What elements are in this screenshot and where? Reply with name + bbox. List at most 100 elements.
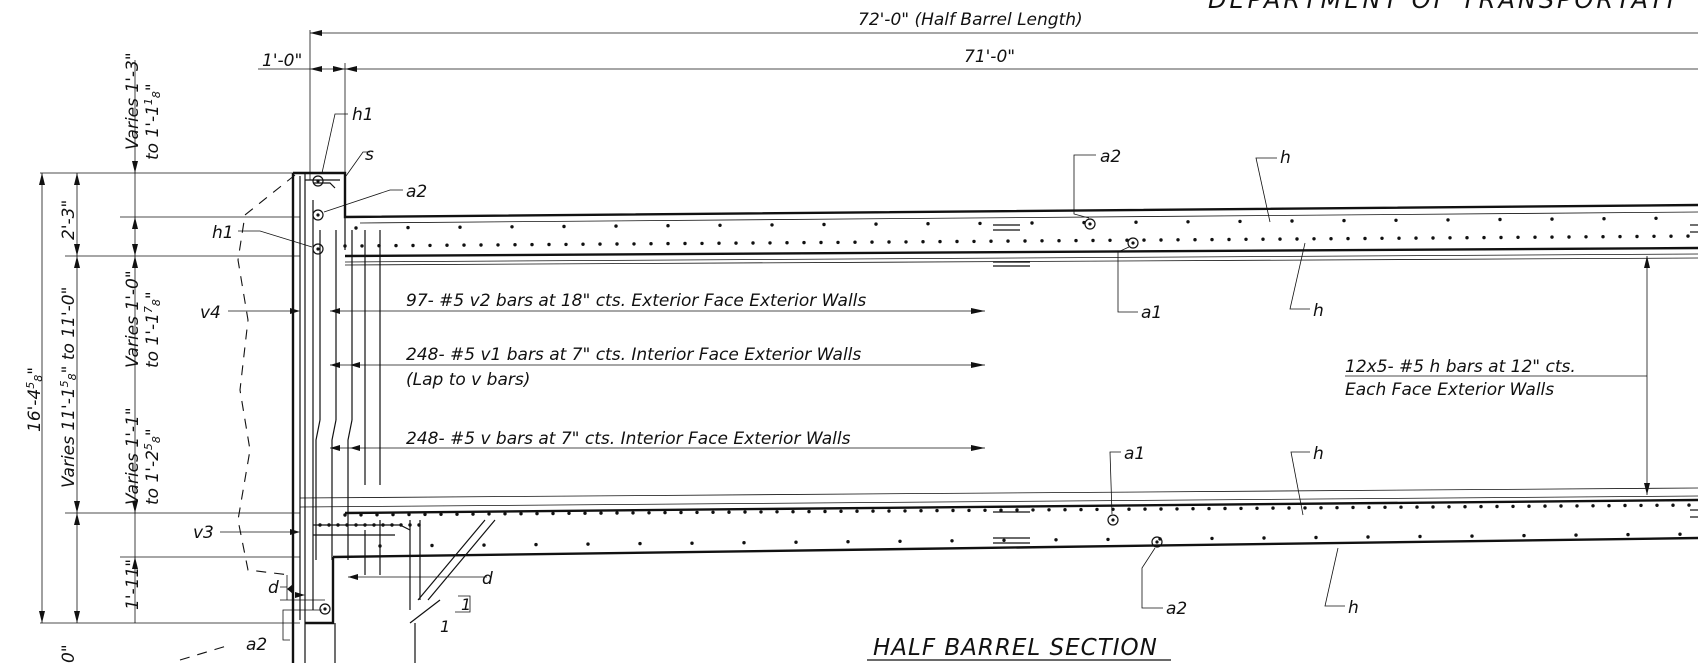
rebar-dot	[791, 510, 795, 514]
rebar-dot	[513, 243, 517, 247]
label-a2-bottom-left: a2	[246, 635, 267, 655]
rebar-dot	[1465, 236, 1469, 240]
label-h1-left: h1	[212, 223, 234, 243]
rebar-dot	[690, 541, 694, 545]
note-h-bars-line2: Each Face Exterior Walls	[1345, 380, 1554, 400]
concrete-outline	[291, 171, 1698, 663]
bottom-partial-dim: 0"	[59, 644, 79, 663]
rebar-dot	[1207, 506, 1211, 511]
rebar-dot	[718, 223, 722, 227]
rebar-dot	[394, 243, 398, 248]
half-barrel-length-dim: 72'-0" (Half Barrel Length)	[858, 10, 1083, 30]
rebar-dot	[1290, 219, 1294, 223]
rebar-dot	[921, 240, 925, 244]
rebar-dot	[519, 512, 523, 516]
rebar-dot	[1584, 235, 1588, 239]
rebar-dot	[381, 523, 385, 527]
rebar-dot	[1591, 504, 1595, 508]
wall-varies-b-dim: Varies 1'-1"	[123, 407, 143, 505]
rebar-dot	[423, 512, 427, 517]
rebar-dot	[983, 508, 987, 512]
rebar-dot	[615, 242, 619, 246]
rebar-dot	[666, 241, 670, 246]
rebar-dot	[743, 510, 747, 514]
rebar-dot	[1031, 508, 1035, 512]
rebar-dot	[1399, 505, 1403, 509]
rebar-dot	[581, 242, 585, 246]
rebar-dot	[1127, 507, 1131, 511]
rebar-dot	[510, 225, 514, 229]
rebar-dot	[455, 512, 459, 516]
note-v1-bars: 248- #5 v1 bars at 7" cts. Interior Face…	[406, 345, 861, 365]
dashed-wall-outline	[179, 174, 296, 661]
rebar-dot	[1186, 220, 1190, 224]
rebar-dot	[567, 511, 571, 515]
rebar-dot	[794, 540, 798, 544]
rebar-dot	[354, 523, 358, 527]
rebar-dot	[1533, 235, 1537, 239]
rebar-dot	[935, 508, 939, 513]
label-d-right: d	[482, 569, 493, 589]
rebar-dot	[695, 510, 699, 515]
label-a1-lower: a1	[1124, 444, 1145, 464]
rebar-dot	[1329, 237, 1333, 241]
rebar-dot	[318, 523, 322, 527]
rebar-dot	[363, 523, 367, 527]
top-slab-varies-dim: Varies 1'-3"	[123, 52, 143, 150]
rebar-dot	[530, 242, 534, 247]
rebar-dot	[978, 221, 982, 226]
rebar-dot	[562, 224, 566, 229]
rebar-dot	[1639, 503, 1643, 508]
rebar-dot	[1134, 220, 1138, 224]
rebar-dot	[951, 508, 955, 513]
callout-notes: 97- #5 v2 bars at 18" cts. Exterior Face…	[330, 256, 1650, 495]
rebar-dot	[1176, 238, 1180, 242]
rebar-dot	[487, 512, 491, 516]
rebar-dot	[972, 239, 976, 244]
height-total-dim: 16'-458"	[24, 367, 45, 432]
vertical-dimensions: Varies 1'-3" to 1'-118" 2'-3" Varies 1'-…	[24, 52, 300, 663]
label-slope-1b: 1	[440, 617, 450, 636]
rebar-dot	[390, 523, 394, 527]
rebar-dot	[1635, 234, 1639, 239]
rebar-dot	[1015, 508, 1019, 512]
rebar-dot	[1314, 535, 1318, 540]
bar-leaders: h1 s a2 h1 v4 v3 d d a2 1 1 a2 h a1 h a1	[193, 105, 1359, 655]
rebar-dot	[360, 244, 364, 248]
rebar-dot	[1351, 505, 1355, 510]
rebar-dot	[823, 509, 827, 514]
rebar-dot	[663, 510, 667, 515]
rebar-dot	[683, 241, 687, 246]
rebar-dot	[1261, 237, 1265, 241]
rebar-dot	[1030, 221, 1034, 225]
rebar-dot	[1618, 234, 1622, 239]
rebar-dot	[564, 242, 568, 247]
rebar-dot	[445, 243, 449, 247]
rebar-dot	[586, 542, 590, 546]
label-d-left: d	[268, 578, 279, 598]
rebar-dot	[775, 510, 779, 514]
rebar-dot	[870, 240, 874, 244]
rebar-dot	[1210, 237, 1214, 242]
rebar-dot	[785, 241, 789, 245]
rebar-dot	[839, 509, 843, 513]
rebar-dot	[717, 241, 721, 245]
rebar-dot	[887, 509, 891, 513]
rebar-dot	[503, 512, 507, 516]
rebar-dot	[375, 513, 379, 517]
rebar-dot	[1143, 507, 1147, 511]
rebar-dot	[1495, 504, 1499, 509]
rebar-dot	[1418, 534, 1422, 539]
label-v3: v3	[193, 523, 214, 543]
note-v-bars: 248- #5 v bars at 7" cts. Interior Face …	[406, 429, 851, 449]
rebar-dot	[898, 539, 902, 543]
rebar-dot	[1463, 505, 1467, 509]
rebar-dot	[1567, 235, 1571, 239]
rebar-dot	[632, 242, 636, 246]
rebar-dot	[1550, 235, 1554, 239]
rebar-dot	[1655, 503, 1659, 507]
rebar-dot	[496, 243, 500, 247]
length-dimensions: 72'-0" (Half Barrel Length) 71'-0" 1'-0"	[258, 10, 1698, 180]
rebar-dot	[535, 511, 539, 516]
rebar-dot	[649, 242, 653, 246]
